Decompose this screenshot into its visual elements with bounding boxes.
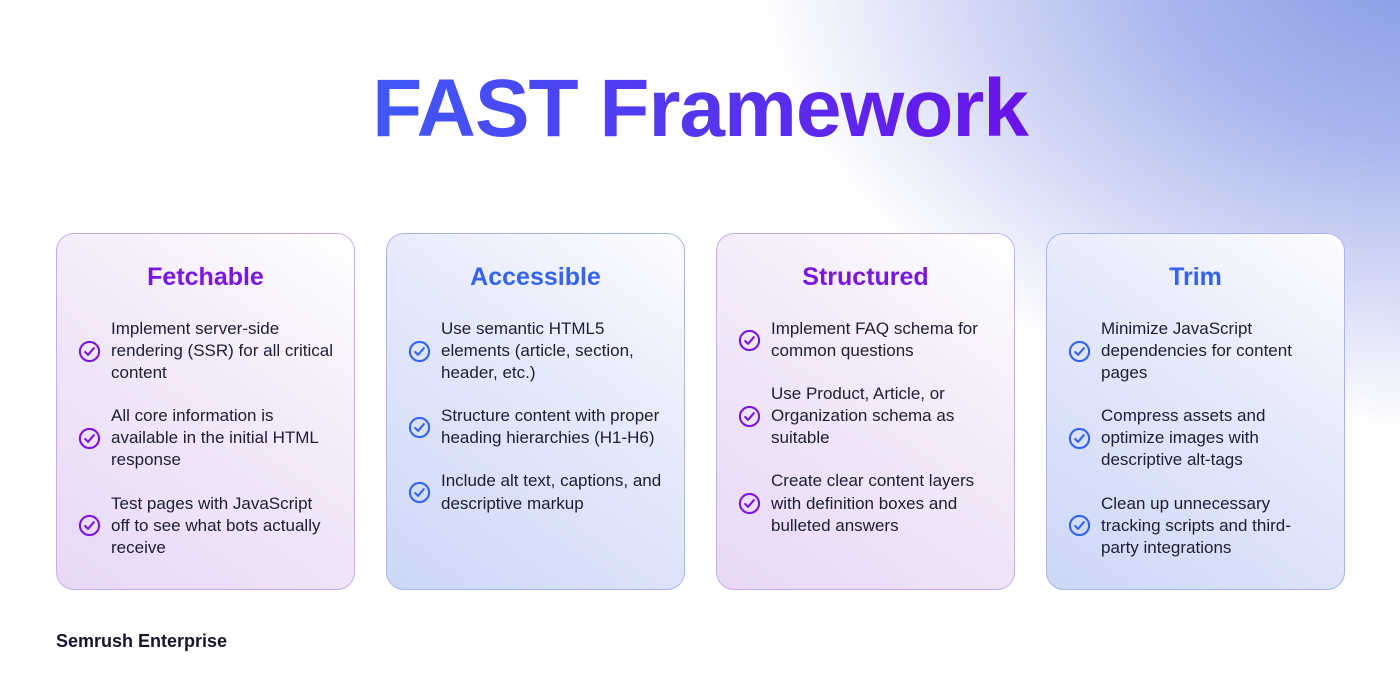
- list-item-text: Use Product, Article, or Organization sc…: [771, 384, 955, 448]
- list-item-text: Minimize JavaScript dependencies for con…: [1101, 319, 1292, 383]
- check-circle-icon: [78, 514, 101, 537]
- list-item-text: Include alt text, captions, and descript…: [441, 471, 662, 513]
- check-circle-icon: [738, 405, 761, 428]
- list-item: All core information is available in the…: [78, 405, 333, 471]
- check-circle-icon: [738, 329, 761, 352]
- list-item: Create clear content layers with definit…: [738, 470, 993, 536]
- card-fetchable: Fetchable Implement server-side renderin…: [56, 233, 355, 590]
- list-item-text: Test pages with JavaScript off to see wh…: [111, 493, 321, 557]
- check-circle-icon: [78, 340, 101, 363]
- check-circle-icon: [1068, 427, 1091, 450]
- list-item-text: Use semantic HTML5 elements (article, se…: [441, 319, 634, 383]
- cards-row: Fetchable Implement server-side renderin…: [56, 233, 1345, 590]
- list-item: Implement server-side rendering (SSR) fo…: [78, 318, 333, 384]
- list-item-text: Clean up unnecessary tracking scripts an…: [1101, 493, 1291, 557]
- list-item-text: Create clear content layers with definit…: [771, 471, 975, 535]
- list-item: Include alt text, captions, and descript…: [408, 470, 663, 514]
- card-title: Accessible: [470, 263, 601, 291]
- list-item: Test pages with JavaScript off to see wh…: [78, 493, 333, 559]
- card-title: Trim: [1169, 263, 1222, 291]
- check-circle-icon: [78, 427, 101, 450]
- check-circle-icon: [1068, 514, 1091, 537]
- list-item: Compress assets and optimize images with…: [1068, 405, 1323, 471]
- list-item-text: Structure content with proper heading hi…: [441, 406, 660, 448]
- list-item-text: Compress assets and optimize images with…: [1101, 406, 1266, 470]
- list-item: Use semantic HTML5 elements (article, se…: [408, 318, 663, 384]
- card-title: Fetchable: [147, 263, 264, 291]
- brand-label: Semrush Enterprise: [56, 631, 228, 651]
- page-title: FAST Framework: [0, 62, 1400, 156]
- list-item: Use Product, Article, or Organization sc…: [738, 383, 993, 449]
- list-item-text: Implement server-side rendering (SSR) fo…: [111, 319, 334, 383]
- card-accessible: Accessible Use semantic HTML5 elements (…: [386, 233, 685, 590]
- card-title: Structured: [802, 263, 929, 291]
- check-circle-icon: [1068, 340, 1091, 363]
- list-item: Structure content with proper heading hi…: [408, 405, 663, 449]
- list-item-text: Implement FAQ schema for common question…: [771, 319, 978, 361]
- card-structured: Structured Implement FAQ schema for comm…: [716, 233, 1015, 590]
- check-circle-icon: [408, 340, 431, 363]
- list-item: Clean up unnecessary tracking scripts an…: [1068, 493, 1323, 559]
- check-circle-icon: [408, 416, 431, 439]
- list-item-text: All core information is available in the…: [111, 406, 319, 470]
- list-item: Minimize JavaScript dependencies for con…: [1068, 318, 1323, 384]
- check-circle-icon: [408, 481, 431, 504]
- list-item: Implement FAQ schema for common question…: [738, 318, 993, 362]
- check-circle-icon: [738, 492, 761, 515]
- card-trim: Trim Minimize JavaScript dependencies fo…: [1046, 233, 1345, 590]
